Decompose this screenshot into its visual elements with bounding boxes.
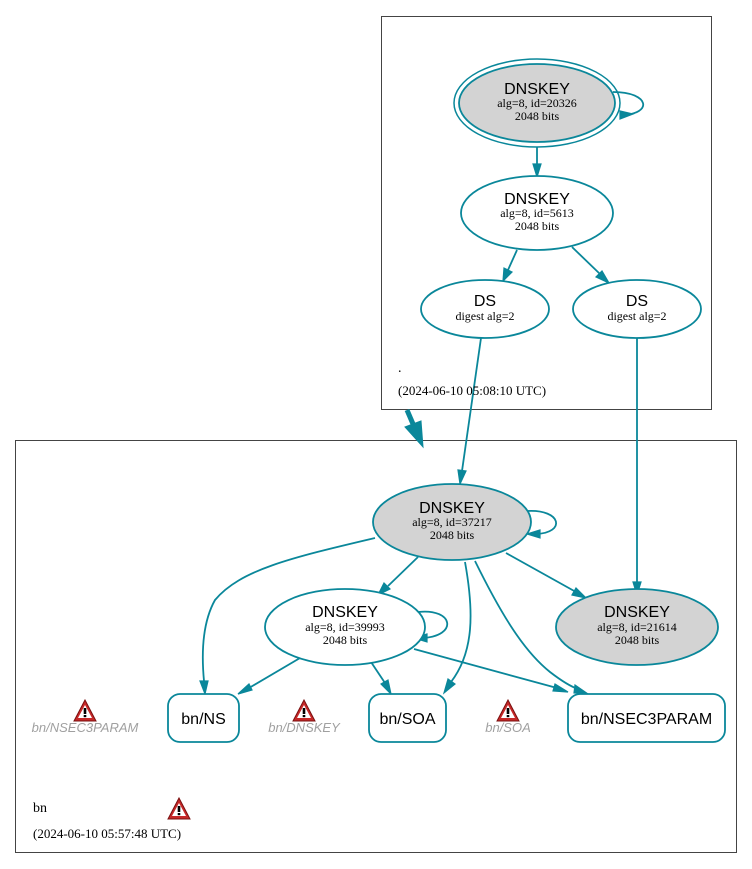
edge-ds-b-to-bn-key3 [632, 338, 642, 598]
node-bits-label: 2048 bits [615, 633, 660, 647]
delegation-arrow [404, 409, 424, 449]
edge-root-zsk-to-ds-a [502, 249, 518, 283]
warning-triangle-icon [73, 699, 97, 722]
rrset-label: bn/NSEC3PARAM [581, 711, 712, 728]
node-type-label: DS [474, 293, 496, 310]
node-rr-ns[interactable]: bn/NS [167, 693, 240, 743]
warning-triangle-icon [496, 699, 520, 722]
node-bn-key3[interactable]: DNSKEY alg=8, id=21614 2048 bits [555, 588, 719, 666]
rrset-label: bn/NS [181, 711, 225, 728]
node-type-label: DNSKEY [312, 604, 378, 621]
edge-root-ksk-self [612, 91, 644, 120]
warning-triangle-icon [292, 699, 316, 722]
edge-bn-ksk-self [524, 510, 557, 539]
zone-bn-timestamp: (2024-06-10 05:57:48 UTC) [33, 826, 181, 841]
node-bits-label: 2048 bits [430, 528, 475, 542]
node-detail-label: digest alg=2 [607, 309, 666, 323]
warning-label: bn/DNSKEY [268, 720, 341, 735]
node-type-label: DNSKEY [504, 81, 570, 98]
zone-bn-box [15, 440, 737, 853]
zone-warning-triangle-icon[interactable] [167, 797, 191, 820]
node-root-zsk[interactable]: DNSKEY alg=8, id=5613 2048 bits [460, 175, 614, 251]
node-ds-a[interactable]: DS digest alg=2 [420, 279, 550, 339]
node-detail-label: digest alg=2 [455, 309, 514, 323]
warning-nsec3param[interactable]: bn/NSEC3PARAM [32, 699, 139, 735]
node-root-ksk[interactable]: DNSKEY alg=8, id=20326 2048 bits [453, 58, 621, 148]
node-type-label: DNSKEY [419, 500, 485, 517]
node-rr-soa[interactable]: bn/SOA [368, 693, 447, 743]
edge-bn-ksk-to-ns [199, 537, 376, 697]
zone-root-box [381, 16, 712, 410]
warning-label: bn/NSEC3PARAM [32, 720, 139, 735]
zone-bn-name: bn [33, 801, 47, 816]
edge-root-ksk-to-zsk [532, 147, 542, 180]
node-detail-label: alg=8, id=20326 [497, 96, 577, 110]
edge-bn-ksk-to-bn-key3 [505, 552, 588, 600]
node-detail-label: alg=8, id=21614 [597, 620, 677, 634]
node-bits-label: 2048 bits [515, 109, 560, 123]
warning-soa[interactable]: bn/SOA [485, 699, 531, 735]
node-type-label: DNSKEY [604, 604, 670, 621]
node-bn-zsk[interactable]: DNSKEY alg=8, id=39993 2048 bits [264, 588, 426, 666]
node-ds-b[interactable]: DS digest alg=2 [572, 279, 702, 339]
edge-ds-a-to-bn-ksk [457, 337, 482, 487]
edge-bn-zsk-to-soa [370, 661, 393, 696]
node-type-label: DNSKEY [504, 191, 570, 208]
node-detail-label: alg=8, id=5613 [500, 206, 574, 220]
node-bits-label: 2048 bits [515, 219, 560, 233]
edge-bn-ksk-to-soa [442, 561, 472, 695]
edge-bn-zsk-to-nsec3param [413, 648, 569, 693]
node-type-label: DS [626, 293, 648, 310]
warning-label: bn/SOA [485, 720, 531, 735]
node-detail-label: alg=8, id=37217 [412, 515, 492, 529]
zone-root-timestamp: (2024-06-10 05:08:10 UTC) [398, 383, 546, 398]
edge-bn-ksk-to-bn-zsk [376, 556, 419, 597]
node-bn-ksk[interactable]: DNSKEY alg=8, id=37217 2048 bits [372, 483, 532, 561]
node-rr-nsec3param[interactable]: bn/NSEC3PARAM [567, 693, 726, 743]
warning-dnskey[interactable]: bn/DNSKEY [268, 699, 341, 735]
edge-root-zsk-to-ds-b [571, 246, 611, 285]
edge-bn-zsk-to-ns [237, 657, 301, 695]
node-bits-label: 2048 bits [323, 633, 368, 647]
node-detail-label: alg=8, id=39993 [305, 620, 385, 634]
zone-root-name: . [398, 361, 402, 376]
rrset-label: bn/SOA [379, 711, 435, 728]
